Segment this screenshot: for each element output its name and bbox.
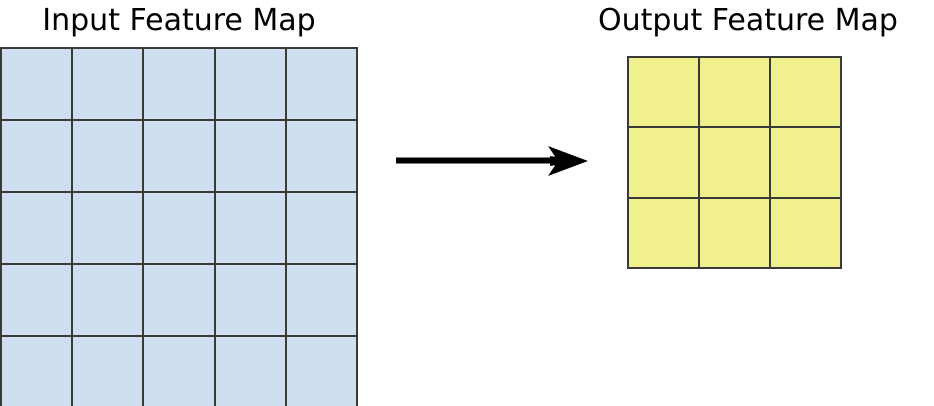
output-grid-cell [700,128,769,197]
input-grid-cell [286,193,356,263]
input-grid-cell [2,193,72,263]
input-grid-cell [215,49,285,119]
output-feature-map-title: Output Feature Map [598,3,898,38]
output-grid-cell [629,58,698,127]
right-arrow-icon [396,146,588,176]
input-grid-cell [286,337,356,406]
input-grid-cell [2,265,72,335]
input-feature-map-grid [0,47,358,406]
input-feature-map-title: Input Feature Map [42,3,316,38]
output-grid-cell [700,58,769,127]
input-grid-cell [286,49,356,119]
input-grid-cell [286,121,356,191]
input-grid-cell [73,337,143,406]
output-grid-cell [629,128,698,197]
output-grid-cell [629,198,698,267]
input-grid-cell [73,193,143,263]
input-grid-cell [144,337,214,406]
input-grid-cell [144,49,214,119]
output-grid-cell [771,198,840,267]
input-grid-cell [286,265,356,335]
input-grid-cell [144,193,214,263]
output-grid-cell [700,198,769,267]
input-grid-cell [73,265,143,335]
output-grid-cell [771,128,840,197]
output-grid-cell [771,58,840,127]
input-grid-cell [2,49,72,119]
input-grid-cell [144,265,214,335]
input-grid-cell [144,121,214,191]
input-grid-cell [215,121,285,191]
input-grid-cell [2,121,72,191]
input-grid-cell [215,193,285,263]
input-grid-cell [73,121,143,191]
input-grid-cell [215,265,285,335]
input-grid-cell [73,49,143,119]
input-grid-cell [215,337,285,406]
input-grid-cell [2,337,72,406]
output-feature-map-grid [627,56,842,269]
